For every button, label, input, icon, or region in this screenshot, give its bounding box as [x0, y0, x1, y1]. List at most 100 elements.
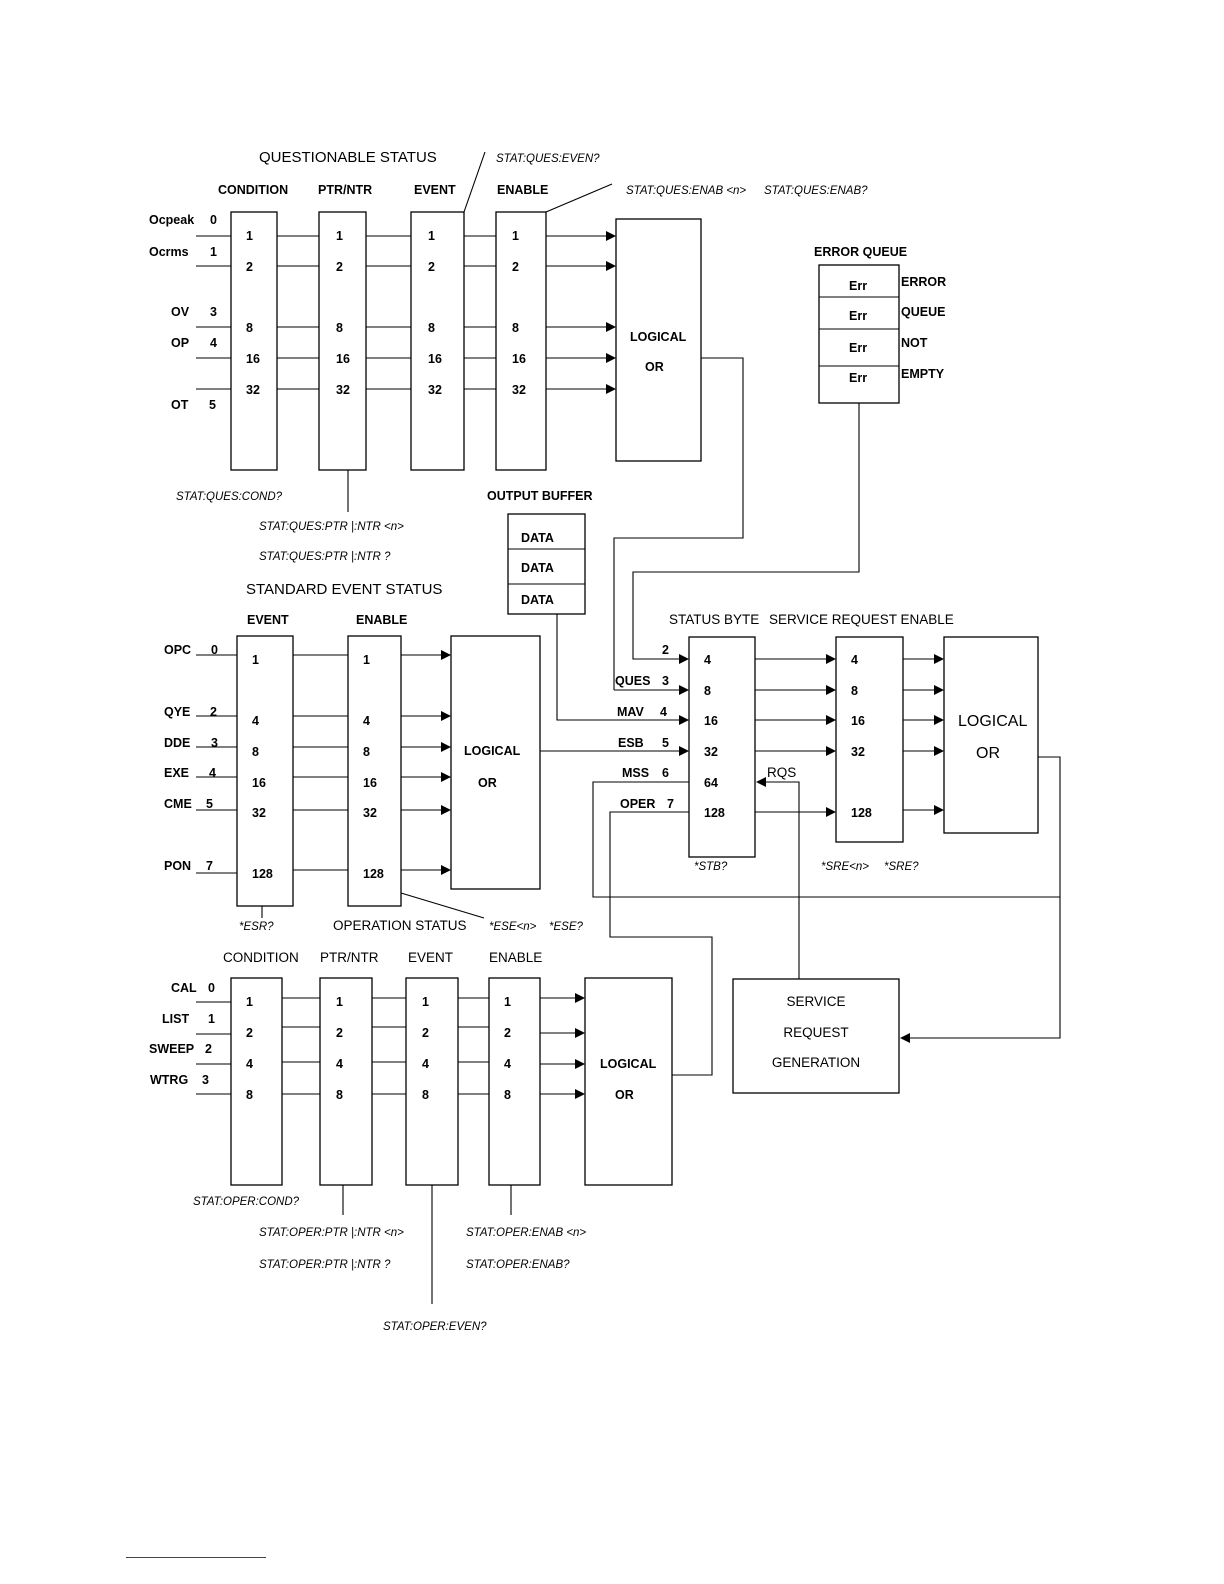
oper-enable-register [488, 977, 541, 1186]
svg-text:4: 4 [704, 653, 711, 667]
mss-loop-wire [592, 781, 1060, 898]
oper-input-lines [196, 1001, 231, 1095]
oper-cmd-enab-query: STAT:OPER:ENAB? [466, 1259, 570, 1271]
svg-text:32: 32 [363, 806, 377, 820]
output-buffer-box [507, 513, 586, 615]
sre-cmd-query: *SRE? [884, 861, 919, 873]
ques-input-name: Ocpeak [149, 213, 194, 227]
stb-input-bit: 2 [662, 643, 669, 657]
stb-input-bit: 5 [662, 736, 669, 750]
std-input-name: QYE [164, 705, 190, 719]
svg-text:8: 8 [252, 745, 259, 759]
svg-text:16: 16 [512, 352, 526, 366]
output-buffer-wire [556, 614, 614, 721]
error-queue-wire [632, 403, 860, 660]
error-queue-title: ERROR QUEUE [814, 245, 907, 259]
ques-cmd-enab-query: STAT:QUES:ENAB? [764, 185, 868, 197]
oper-col-condition: CONDITION [223, 950, 299, 965]
ques-input-name: Ocrms [149, 245, 189, 259]
svg-text:2: 2 [246, 1026, 253, 1040]
stb-to-sre-arrows [755, 654, 836, 817]
ques-or-arrows [546, 231, 616, 394]
std-cmd-esr: *ESR? [239, 921, 274, 933]
svg-text:32: 32 [336, 383, 350, 397]
oper-enable-values: 1 2 4 8 [504, 995, 511, 1102]
svg-text:16: 16 [428, 352, 442, 366]
ques-ptr-register [318, 211, 367, 471]
svg-text:8: 8 [704, 684, 711, 698]
output-buffer-entry: DATA [521, 593, 554, 607]
std-event-values: 1 4 8 16 32 128 [252, 653, 273, 881]
std-cmd-ese: *ESE<n> [489, 921, 537, 933]
oper-or-label: LOGICAL [600, 1057, 657, 1071]
svg-text:2: 2 [422, 1026, 429, 1040]
svg-text:128: 128 [851, 806, 872, 820]
std-input-name: EXE [164, 766, 189, 780]
error-entry: Err [849, 341, 867, 355]
stb-input-name: QUES [615, 674, 650, 688]
sre-title: SERVICE REQUEST ENABLE [769, 612, 954, 627]
oper-cmd-ptr: STAT:OPER:PTR |:NTR <n> [259, 1227, 404, 1239]
oper-input-bit: 0 [208, 981, 215, 995]
oper-input-bit: 3 [202, 1073, 209, 1087]
std-input-bit: 4 [209, 766, 216, 780]
svg-text:4: 4 [246, 1057, 253, 1071]
rqs-label: RQS [767, 765, 796, 780]
ques-register-links [277, 235, 496, 390]
sre-logical-or [943, 636, 1039, 834]
questionable-title: QUESTIONABLE STATUS [259, 149, 437, 166]
svg-text:1: 1 [246, 995, 253, 1009]
standard-event-group: STANDARD EVENT STATUS EVENT ENABLE OPC 0… [164, 581, 583, 933]
srg-label: REQUEST [783, 1025, 848, 1040]
std-input-bit: 7 [206, 859, 213, 873]
ques-input-bit: 5 [209, 398, 216, 412]
std-event-register [236, 635, 294, 907]
ques-summary-wire [613, 357, 744, 690]
output-buffer-entry: DATA [521, 561, 554, 575]
svg-text:1: 1 [363, 653, 370, 667]
svg-text:8: 8 [851, 684, 858, 698]
std-enable-values: 1 4 8 16 32 128 [363, 653, 384, 881]
stb-input-name: OPER [620, 797, 655, 811]
stb-input-name: MSS [622, 766, 649, 780]
svg-text:1: 1 [246, 229, 253, 243]
svg-text:1: 1 [428, 229, 435, 243]
std-or-label: LOGICAL [464, 744, 521, 758]
oper-ptr-register [319, 977, 373, 1186]
std-input-name: OPC [164, 643, 191, 657]
oper-cmd-even: STAT:OPER:EVEN? [383, 1321, 487, 1333]
ques-cmd-ptr-query: STAT:QUES:PTR |:NTR ? [259, 551, 391, 563]
svg-text:128: 128 [704, 806, 725, 820]
std-col-event: EVENT [247, 613, 289, 627]
ques-cmd-enab: STAT:QUES:ENAB <n> [626, 185, 746, 197]
ques-even-leader [463, 151, 486, 213]
ques-input-bit: 0 [210, 213, 217, 227]
std-ese-leader [400, 892, 485, 919]
svg-text:1: 1 [422, 995, 429, 1009]
oper-event-register [405, 977, 459, 1186]
std-input-bit: 5 [206, 797, 213, 811]
ques-ptr-values: 1 2 8 16 32 [336, 229, 350, 397]
output-buffer-title: OUTPUT BUFFER [487, 489, 593, 503]
std-logical-or [450, 635, 541, 890]
svg-text:32: 32 [252, 806, 266, 820]
svg-text:4: 4 [363, 714, 370, 728]
oper-condition-register [230, 977, 283, 1186]
output-buffer-group: OUTPUT BUFFER DATA DATA DATA [487, 489, 593, 615]
ques-input-bit: 4 [210, 336, 217, 350]
svg-text:8: 8 [336, 321, 343, 335]
stb-input-bit: 4 [660, 705, 667, 719]
ques-or-label: OR [645, 360, 664, 374]
std-input-bit: 2 [210, 705, 217, 719]
svg-text:2: 2 [504, 1026, 511, 1040]
svg-text:8: 8 [512, 321, 519, 335]
error-queue-note: EMPTY [901, 367, 945, 381]
svg-text:32: 32 [704, 745, 718, 759]
oper-or-arrows [540, 993, 585, 1099]
ques-cmd-cond: STAT:QUES:COND? [176, 491, 283, 503]
srg-label: GENERATION [772, 1055, 860, 1070]
output-buffer-entry: DATA [521, 531, 554, 545]
std-register-links [293, 654, 348, 871]
sre-values: 4 8 16 32 128 [851, 653, 872, 820]
svg-text:16: 16 [704, 714, 718, 728]
